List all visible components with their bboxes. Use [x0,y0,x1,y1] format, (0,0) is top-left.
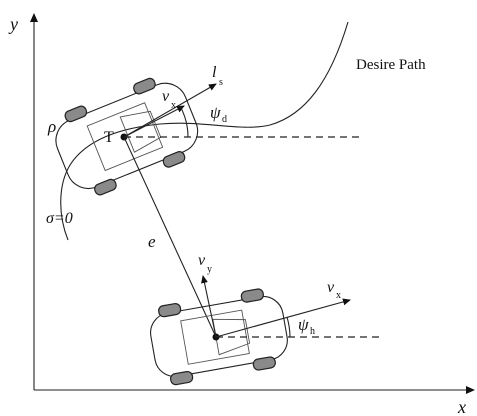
leader-ls-axis [123,83,217,138]
leader-vehicle: T ρ l s v x ψ d [47,64,362,196]
psi-h-label: ψ [298,315,309,334]
wheel-icon [94,178,117,196]
rho-label: ρ [47,117,56,136]
follower-vehicle: v x v y ψ h [150,252,384,386]
leader-vx-subscript: x [171,100,176,111]
leader-vx-label: v [162,88,170,105]
wheel-icon [64,105,88,123]
wheel-icon [162,151,186,168]
error-line [123,136,217,338]
wheel-icon [252,356,276,371]
psi-h-arc [286,316,291,338]
y-axis-label: y [8,14,18,34]
coordinate-axes: y x [8,13,475,416]
follower-vx-subscript: x [336,290,341,301]
ls-label: l [212,64,217,81]
wheel-icon [170,370,194,386]
wheel-icon [158,303,182,318]
leader-point-label: T [104,129,114,146]
psi-d-label: ψ [210,103,221,122]
error-label: e [148,232,156,251]
follower-vx-label: v [327,279,335,296]
psi-h-subscript: h [310,326,315,337]
psi-d-arc [179,105,189,138]
follower-vx-vector [215,298,351,338]
leader-vehicle-body [55,82,199,190]
wheel-icon [133,77,156,95]
follower-vy-label: v [198,252,206,269]
error-link: e [123,136,217,338]
follower-vy-subscript: y [207,264,212,275]
x-axis-label: x [457,397,466,416]
follower-vy-vector [201,275,217,338]
psi-d-subscript: d [222,114,227,125]
leader-vx-vector [123,105,185,138]
desired-path-label: Desire Path [356,57,426,73]
follower-vehicle-body [150,295,288,378]
leader-vehicle-windshield [119,110,162,153]
wheel-icon [240,288,264,303]
desired-path: Desire Path σ=0 [46,21,426,241]
ls-subscript: s [219,77,223,88]
sigma-label: σ=0 [46,210,73,227]
follower-vehicle-windshield [212,318,251,356]
desired-path-curve [60,21,349,241]
